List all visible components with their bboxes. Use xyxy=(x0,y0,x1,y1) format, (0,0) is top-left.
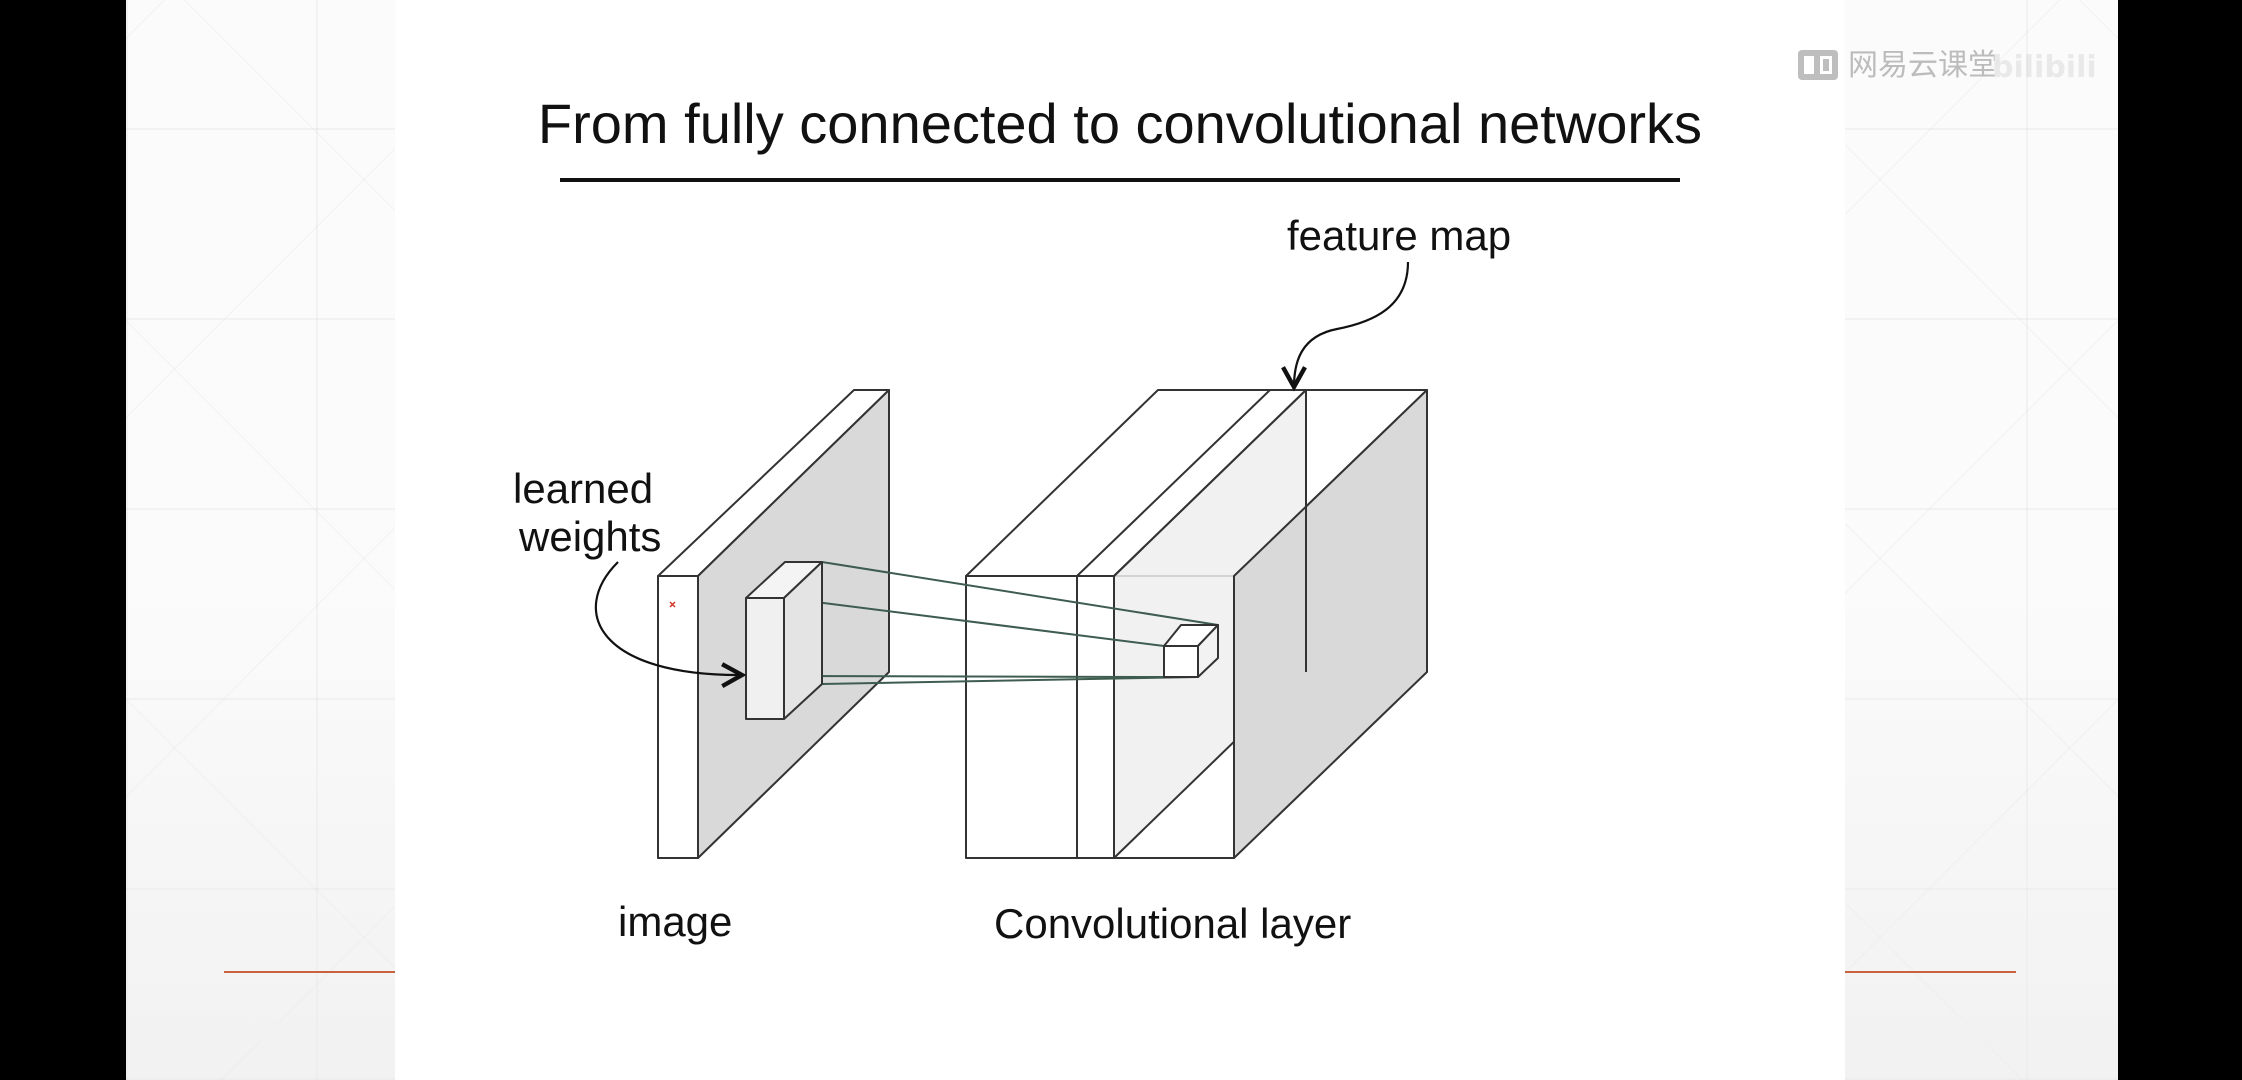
image-slab-front-face xyxy=(657,575,699,859)
kernel-cube xyxy=(745,561,823,720)
feature-map-arrow xyxy=(1294,261,1410,387)
title-underline xyxy=(560,178,1680,182)
kernel-cube-front xyxy=(745,597,785,720)
conv-layer-block xyxy=(965,389,1428,859)
watermark-brand: 网易云课堂 xyxy=(1848,48,1998,83)
cursor-mark xyxy=(669,601,676,608)
image-label: image xyxy=(618,898,732,945)
connector-line xyxy=(783,597,1165,647)
accent-line-left xyxy=(224,971,395,973)
learned-weights-label-line1: learned xyxy=(513,465,653,512)
watermark-site: bilibili xyxy=(1992,50,2097,85)
output-cube-front xyxy=(1163,645,1199,678)
watermark: 网易云课堂 bilibili xyxy=(1796,44,2097,88)
connector-line xyxy=(821,676,1199,685)
connector-line xyxy=(783,675,1165,678)
learned-weights-label-line2: weights xyxy=(518,513,661,560)
connector-line xyxy=(821,561,1219,626)
receptive-field-connectors xyxy=(783,561,1219,685)
letterbox-left xyxy=(0,0,126,1080)
feature-map-label: feature map xyxy=(1287,212,1511,259)
slide-title: From fully connected to convolutional ne… xyxy=(537,92,1703,155)
netease-cloud-classroom-logo-icon xyxy=(1798,50,1838,80)
accent-line-right xyxy=(1845,971,2016,973)
conv-layer-side-face xyxy=(1233,389,1428,859)
output-unit-cube xyxy=(1163,624,1219,678)
letterbox-right xyxy=(2118,0,2242,1080)
feature-map-slice-top-edge-1 xyxy=(1076,389,1271,577)
feature-map-slice-top-edge-2 xyxy=(1113,389,1307,577)
conv-layer-label: Convolutional layer xyxy=(994,900,1351,947)
learned-weights-arrow xyxy=(594,561,742,675)
